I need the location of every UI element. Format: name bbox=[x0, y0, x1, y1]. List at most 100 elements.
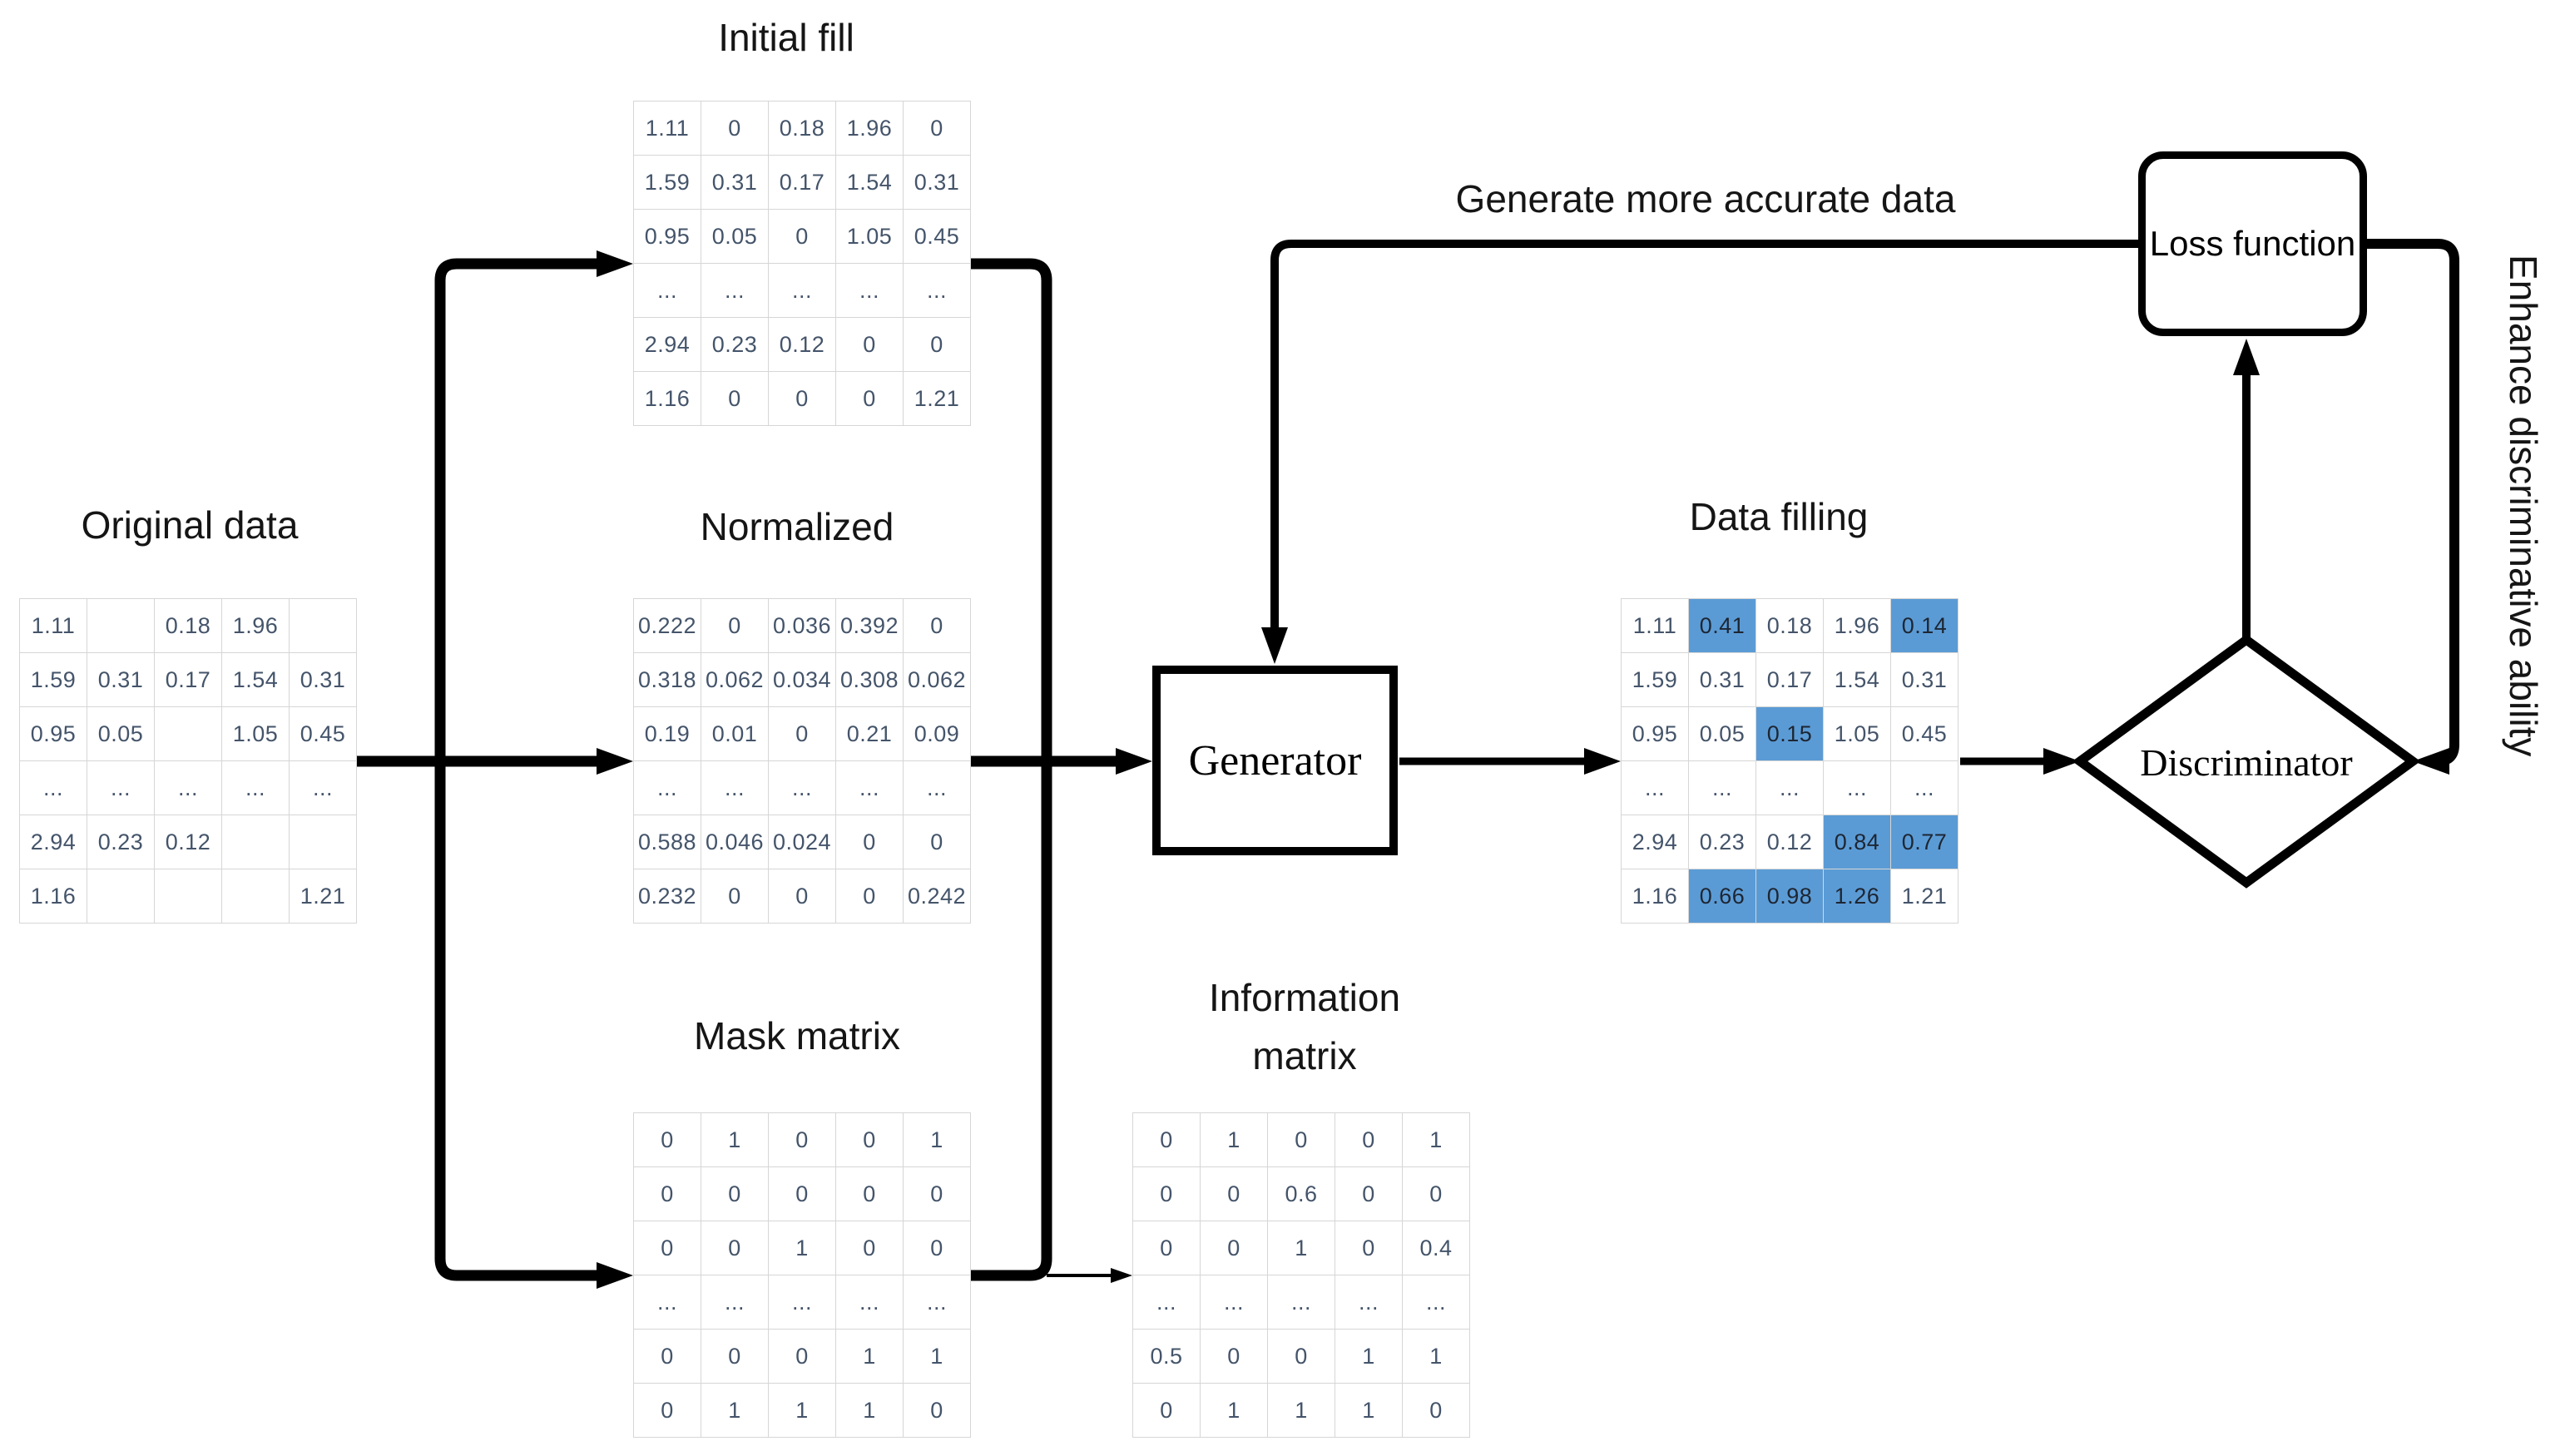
matrix-cell: 1.11 bbox=[634, 102, 701, 155]
matrix-cell: 0 bbox=[701, 102, 768, 155]
matrix-cell: 0 bbox=[701, 1167, 768, 1221]
discriminator-diamond bbox=[2072, 634, 2421, 889]
matrix-cell: ... bbox=[20, 761, 87, 815]
matrix-cell: 0 bbox=[1335, 1113, 1402, 1166]
matrix-cell: 0.18 bbox=[769, 102, 835, 155]
matrix-cell: 0.4 bbox=[1403, 1221, 1469, 1275]
matrix-cell: 0 bbox=[769, 210, 835, 263]
matrix-cell: 2.94 bbox=[634, 318, 701, 371]
matrix-cell: ... bbox=[769, 761, 835, 815]
matrix-cell: 0 bbox=[836, 1221, 903, 1275]
matrix-cell: ... bbox=[87, 761, 154, 815]
matrix-cell: 0 bbox=[701, 869, 768, 923]
enhance-discriminative-ability-annotation: Enhance discriminative ability bbox=[2502, 255, 2545, 757]
matrix-cell: 2.94 bbox=[1622, 815, 1688, 869]
matrix-cell: 0 bbox=[1133, 1221, 1200, 1275]
matrix-cell: 0.41 bbox=[1689, 599, 1755, 652]
matrix-cell: ... bbox=[290, 761, 356, 815]
matrix-cell: 0 bbox=[769, 372, 835, 425]
matrix-cell: 0 bbox=[701, 372, 768, 425]
matrix-cell: 1.26 bbox=[1824, 869, 1890, 923]
matrix-cell bbox=[222, 869, 289, 923]
matrix-cell: 1 bbox=[1403, 1330, 1469, 1383]
matrix-cell: 0.01 bbox=[701, 707, 768, 760]
matrix-cell: ... bbox=[836, 264, 903, 317]
matrix-cell: ... bbox=[904, 264, 970, 317]
normalized-title: Normalized bbox=[700, 505, 894, 548]
matrix-cell: 0 bbox=[1133, 1384, 1200, 1437]
data-filling-title: Data filling bbox=[1689, 495, 1869, 538]
connector-branch-up-initial-fill bbox=[434, 258, 600, 761]
matrix-cell: 0.23 bbox=[87, 815, 154, 869]
matrix-cell: 0.95 bbox=[1622, 707, 1688, 760]
matrix-cell: 0.222 bbox=[634, 599, 701, 652]
matrix-cell: 1.05 bbox=[836, 210, 903, 263]
matrix-cell: 1 bbox=[701, 1113, 768, 1166]
matrix-cell: 0.23 bbox=[1689, 815, 1755, 869]
matrix-cell: 0.17 bbox=[769, 156, 835, 209]
matrix-cell: 0 bbox=[904, 1167, 970, 1221]
matrix-cell: ... bbox=[701, 264, 768, 317]
matrix-cell: 0 bbox=[769, 707, 835, 760]
matrix-cell: 0 bbox=[836, 1167, 903, 1221]
matrix-cell: 0.45 bbox=[290, 707, 356, 760]
matrix-cell: 0.09 bbox=[904, 707, 970, 760]
matrix-cell: ... bbox=[1133, 1275, 1200, 1329]
matrix-cell: 1.96 bbox=[1824, 599, 1890, 652]
matrix-cell bbox=[155, 707, 221, 760]
matrix-cell: 1.11 bbox=[1622, 599, 1688, 652]
matrix-cell: 0.84 bbox=[1824, 815, 1890, 869]
matrix-cell: 0.19 bbox=[634, 707, 701, 760]
matrix-cell: 0 bbox=[701, 1330, 768, 1383]
matrix-cell: 0 bbox=[1335, 1167, 1402, 1221]
matrix-cell: 0.14 bbox=[1891, 599, 1958, 652]
arrowhead-into-information bbox=[1111, 1268, 1132, 1283]
matrix-cell: 0.31 bbox=[87, 653, 154, 706]
matrix-cell: 0.034 bbox=[769, 653, 835, 706]
matrix-cell: 1.54 bbox=[222, 653, 289, 706]
matrix-cell bbox=[87, 869, 154, 923]
connector-loss-to-generator bbox=[1270, 240, 2138, 631]
matrix-cell: 0.062 bbox=[904, 653, 970, 706]
matrix-cell: 0.12 bbox=[155, 815, 221, 869]
matrix-cell: ... bbox=[1824, 761, 1890, 815]
discriminator-label: Discriminator bbox=[2140, 740, 2353, 784]
matrix-cell: 0.05 bbox=[87, 707, 154, 760]
matrix-cell: ... bbox=[701, 1275, 768, 1329]
loss-function-node: Loss function bbox=[2138, 151, 2367, 336]
matrix-cell: 0 bbox=[904, 1384, 970, 1437]
arrowhead-into-discriminator-right bbox=[2413, 748, 2449, 775]
matrix-cell: 0 bbox=[634, 1113, 701, 1166]
matrix-cell: 1 bbox=[836, 1330, 903, 1383]
matrix-cell: 1.16 bbox=[1622, 869, 1688, 923]
arrowhead-into-loss bbox=[2233, 339, 2260, 375]
matrix-cell: 0.308 bbox=[836, 653, 903, 706]
matrix-cell: 0 bbox=[1403, 1167, 1469, 1221]
matrix-cell: 0 bbox=[904, 318, 970, 371]
matrix-cell: ... bbox=[155, 761, 221, 815]
matrix-cell: 0.66 bbox=[1689, 869, 1755, 923]
matrix-cell: 0 bbox=[769, 869, 835, 923]
arrowhead-into-generator bbox=[1116, 748, 1152, 775]
matrix-cell: 0.31 bbox=[1689, 653, 1755, 706]
matrix-cell: ... bbox=[1201, 1275, 1267, 1329]
matrix-cell: 0.31 bbox=[290, 653, 356, 706]
matrix-cell: 1.59 bbox=[1622, 653, 1688, 706]
mask-matrix-title: Mask matrix bbox=[694, 1014, 900, 1057]
information-matrix-title: Information matrix bbox=[1208, 976, 1401, 1077]
matrix-cell: 0 bbox=[836, 372, 903, 425]
matrix-cell: 1.54 bbox=[1824, 653, 1890, 706]
arrowhead-into-initial-fill bbox=[597, 250, 633, 277]
matrix-cell: 0.21 bbox=[836, 707, 903, 760]
matrix-cell: 0 bbox=[904, 102, 970, 155]
matrix-cell: 1.05 bbox=[222, 707, 289, 760]
matrix-cell bbox=[222, 815, 289, 869]
matrix-cell: 1.59 bbox=[634, 156, 701, 209]
matrix-cell: ... bbox=[701, 761, 768, 815]
matrix-cell: 1 bbox=[904, 1113, 970, 1166]
matrix-cell: ... bbox=[904, 761, 970, 815]
matrix-cell: 0.31 bbox=[1891, 653, 1958, 706]
